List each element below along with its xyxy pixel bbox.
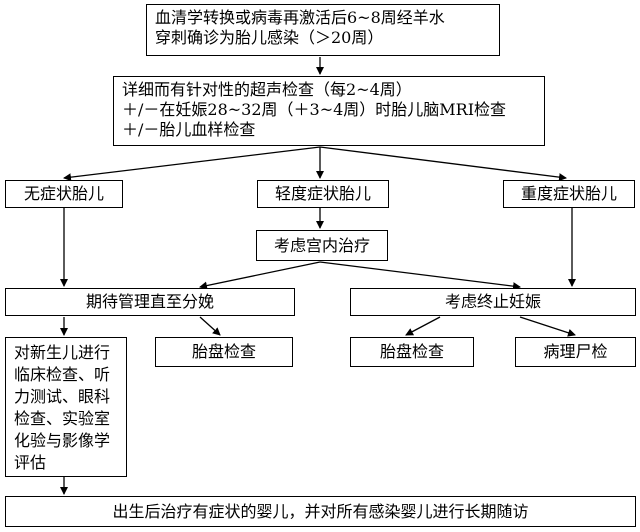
examination-line-1: 详细而有针对性的超声检查（每2~4周）: [122, 80, 412, 99]
newborn-line-1: 对新生儿进行: [14, 343, 111, 362]
arrow-terminate-to-autopsy: [519, 316, 576, 337]
placenta-exam-right-label: 胎盘检查: [379, 342, 444, 361]
placenta-exam-left-label: 胎盘检查: [191, 342, 256, 361]
arrow-exam-to-asymptomatic: [63, 146, 321, 182]
examination-box: 详细而有针对性的超声检查（每2~4周） ＋/－在妊娠28~32周（＋3~4周）时…: [113, 76, 545, 146]
diagnosis-line-1: 血清学转换或病毒再激活后6~8周经羊水: [155, 8, 445, 27]
newborn-line-5: 化验与影像学: [14, 431, 111, 450]
arrow-terminate-to-placenta: [405, 316, 441, 336]
autopsy-label: 病理尸检: [543, 342, 608, 361]
termination-box: 考虑终止妊娠: [350, 288, 636, 316]
severe-symptoms-label: 重度症状胎儿: [520, 184, 617, 203]
newborn-line-4: 检查、实验室: [14, 409, 111, 428]
severe-symptoms-box: 重度症状胎儿: [503, 180, 635, 208]
expectant-management-label: 期待管理直至分娩: [85, 292, 214, 311]
arrow-intrauterine-to-terminate: [319, 261, 521, 291]
asymptomatic-fetus-box: 无症状胎儿: [5, 180, 123, 208]
follow-up-label: 出生后治疗有症状的婴儿，并对所有感染婴儿进行长期随访: [112, 501, 529, 521]
follow-up-box: 出生后治疗有症状的婴儿，并对所有感染婴儿进行长期随访: [5, 496, 636, 527]
intrauterine-therapy-label: 考虑宫内治疗: [273, 235, 370, 255]
termination-label: 考虑终止妊娠: [444, 292, 541, 311]
newborn-line-6: 评估: [14, 453, 47, 472]
newborn-evaluation-box: 对新生儿进行 临床检查、听 力测试、眼科 检查、实验室 化验与影像学 评估: [5, 337, 127, 477]
diagnosis-box: 血清学转换或病毒再激活后6~8周经羊水 穿刺确诊为胎儿感染（＞20周）: [146, 4, 500, 56]
examination-line-2: ＋/－在妊娠28~32周（＋3~4周）时胎儿脑MRI检查: [122, 100, 507, 119]
asymptomatic-fetus-label: 无症状胎儿: [23, 184, 104, 203]
placenta-exam-right-box: 胎盘检查: [350, 337, 474, 367]
diagnosis-line-2: 穿刺确诊为胎儿感染（＞20周）: [155, 28, 384, 47]
examination-line-3: ＋/－胎儿血样检查: [122, 120, 256, 139]
expectant-management-box: 期待管理直至分娩: [5, 288, 295, 316]
intrauterine-therapy-box: 考虑宫内治疗: [256, 230, 388, 261]
placenta-exam-left-box: 胎盘检查: [155, 337, 293, 367]
newborn-line-3: 力测试、眼科: [14, 387, 111, 406]
mild-symptoms-label: 轻度症状胎儿: [274, 184, 371, 203]
newborn-line-2: 临床检查、听: [14, 365, 111, 384]
autopsy-box: 病理尸检: [515, 337, 636, 367]
mild-symptoms-box: 轻度症状胎儿: [257, 180, 389, 208]
arrow-exam-to-severe: [319, 146, 567, 182]
arrow-expectant-to-placenta: [199, 316, 221, 336]
arrow-intrauterine-to-expectant: [199, 261, 321, 290]
